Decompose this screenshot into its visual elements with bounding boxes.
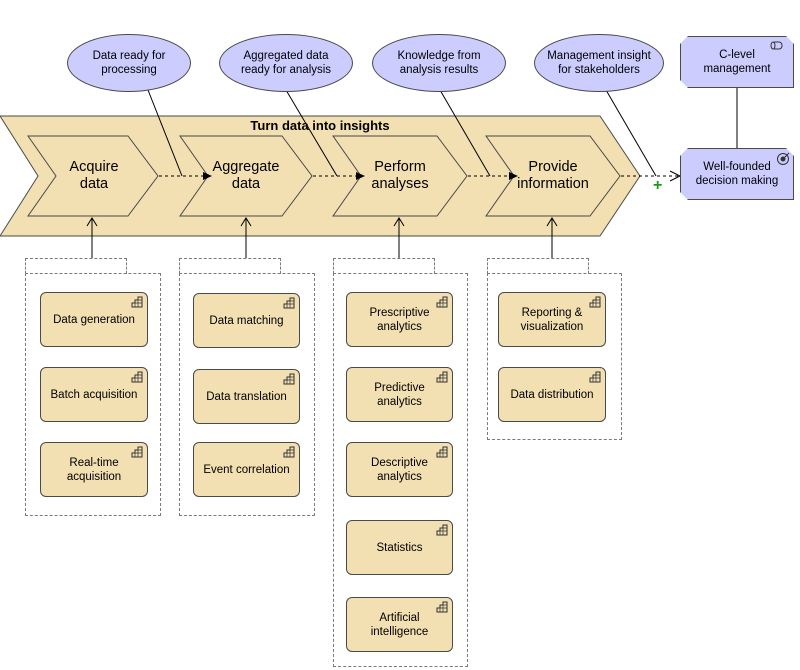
arrow-heads	[203, 172, 518, 180]
group-analyze-tab	[333, 258, 435, 274]
function-data-translation[interactable]: Data translation	[193, 369, 300, 424]
event-management-insight[interactable]: Management insight for stakeholders	[534, 34, 664, 92]
junction-plus-icon: +	[653, 177, 663, 194]
process-step-icon	[589, 371, 601, 383]
main-process-title: Turn data into insights	[250, 118, 390, 133]
stage-acquire-label: Acquire data	[69, 159, 119, 192]
process-step-icon	[436, 601, 448, 613]
target-icon	[777, 152, 790, 165]
process-step-icon	[589, 296, 601, 308]
function-reporting-visualization[interactable]: Reporting & visualization	[498, 292, 606, 347]
function-data-matching[interactable]: Data matching	[193, 293, 300, 348]
function-event-correlation[interactable]: Event correlation	[193, 442, 300, 497]
stakeholder-label: C-level management	[703, 49, 771, 75]
process-step-icon	[436, 446, 448, 458]
function-predictive-analytics[interactable]: Predictive analytics	[346, 367, 453, 422]
group-aggregate-tab	[179, 258, 281, 274]
stage-analyze-label: Perform analyses	[371, 159, 429, 192]
function-prescriptive-analytics[interactable]: Prescriptive analytics	[346, 292, 453, 347]
function-label: Statistics	[376, 541, 423, 554]
stage-acquire-chevron[interactable]	[27, 135, 159, 217]
function-label: Predictive analytics	[374, 381, 425, 408]
process-step-icon	[131, 371, 143, 383]
function-artificial-intelligence[interactable]: Artificial intelligence	[346, 597, 453, 652]
event-knowledge[interactable]: Knowledge from analysis results	[372, 34, 506, 92]
function-label: Data translation	[206, 390, 287, 403]
process-step-icon	[131, 296, 143, 308]
group-provide	[487, 273, 622, 440]
stage-aggregate-label: Aggregate data	[212, 159, 280, 192]
process-step-icon	[436, 296, 448, 308]
process-step-icon	[436, 371, 448, 383]
process-step-icon	[131, 446, 143, 458]
function-label: Reporting & visualization	[520, 306, 584, 333]
goal-decision-making[interactable]: Well-founded decision making	[680, 148, 794, 200]
function-descriptive-analytics[interactable]: Descriptive analytics	[346, 442, 453, 497]
function-statistics[interactable]: Statistics	[346, 520, 453, 575]
group-provide-tab	[487, 258, 589, 274]
group-acquire-tab	[25, 258, 127, 274]
group-aggregate	[179, 273, 315, 516]
process-step-icon	[436, 524, 448, 536]
function-label: Data matching	[209, 314, 284, 327]
process-step-icon	[283, 297, 295, 309]
event-data-ready[interactable]: Data ready for processing	[67, 34, 191, 92]
process-step-icon	[283, 446, 295, 458]
stakeholder-c-level[interactable]: C-level management	[680, 36, 794, 88]
stakeholder-icon	[770, 41, 783, 50]
function-label: Descriptive analytics	[371, 456, 428, 483]
stage-provide-label: Provide information	[517, 159, 589, 192]
event-aggregated-ready[interactable]: Aggregated data ready for analysis	[219, 34, 353, 92]
function-label: Event correlation	[203, 463, 290, 476]
group-acquire	[25, 273, 161, 516]
function-label: Prescriptive analytics	[369, 306, 430, 333]
function-real-time-acquisition[interactable]: Real-time acquisition	[40, 442, 148, 497]
function-label: Real-time acquisition	[66, 456, 122, 483]
process-step-icon	[283, 373, 295, 385]
event-lines	[147, 88, 738, 177]
group-lines	[86, 217, 558, 258]
function-data-distribution[interactable]: Data distribution	[498, 367, 606, 422]
function-label: Artificial intelligence	[370, 611, 429, 638]
function-data-generation[interactable]: Data generation	[40, 292, 148, 347]
function-label: Batch acquisition	[50, 388, 138, 401]
function-label: Data distribution	[510, 388, 594, 401]
function-label: Data generation	[53, 313, 135, 326]
group-analyze	[333, 273, 468, 667]
goal-label: Well-founded decision making	[695, 161, 779, 187]
function-batch-acquisition[interactable]: Batch acquisition	[40, 367, 148, 422]
